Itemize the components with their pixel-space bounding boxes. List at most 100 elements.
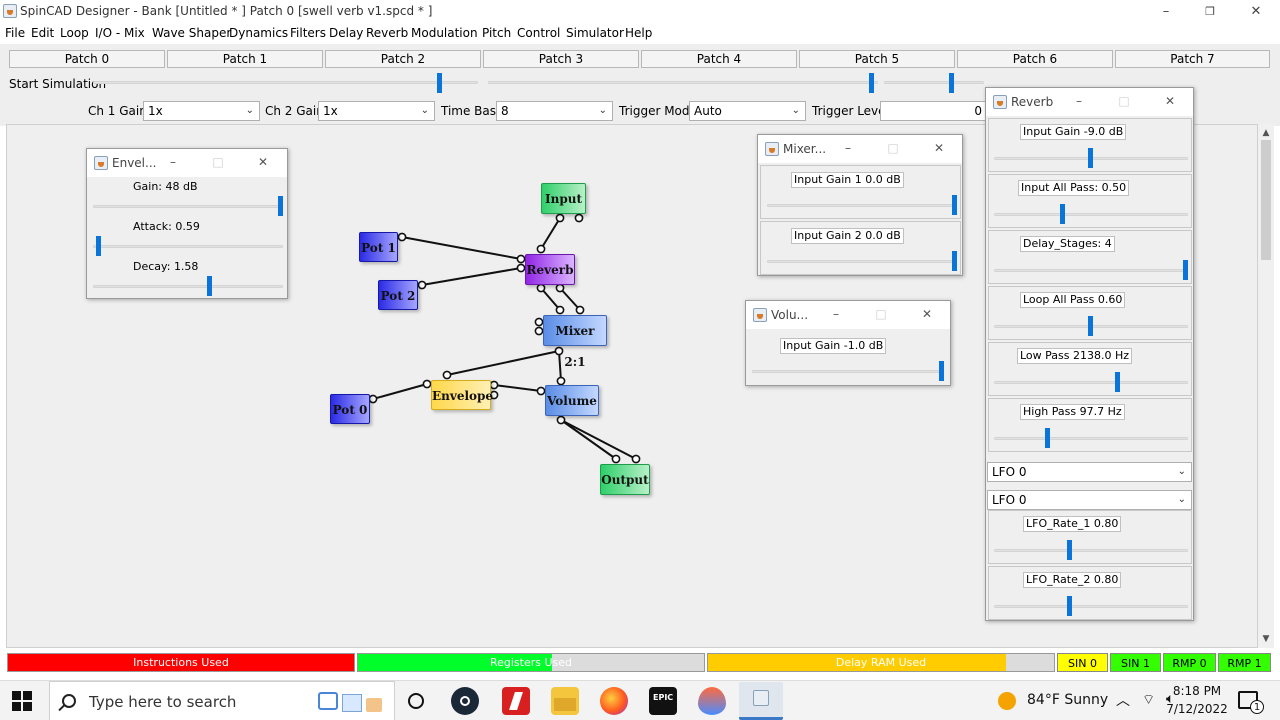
file-explorer-icon[interactable] [551, 687, 579, 715]
mixer-gain1-thumb[interactable] [952, 195, 957, 215]
envelope-attack-track[interactable] [93, 245, 283, 248]
envelope-window-titlebar[interactable]: Envel... – □ ✕ [87, 149, 287, 177]
block-reverb[interactable]: Reverb [525, 254, 575, 285]
close-button[interactable]: ✕ [1250, 4, 1262, 19]
volume-window-titlebar[interactable]: Volu... – □ ✕ [746, 301, 950, 329]
menu-control[interactable]: Control [517, 26, 561, 40]
mixer-window-titlebar[interactable]: Mixer... – □ ✕ [758, 135, 962, 163]
scroll-down-icon[interactable]: ▼ [1262, 634, 1270, 644]
block-pot-2[interactable]: Pot 2 [378, 280, 418, 310]
adobe-acrobat-icon[interactable] [502, 687, 530, 715]
envelope-attack-thumb[interactable] [96, 236, 101, 256]
menu-modulation[interactable]: Modulation [411, 26, 478, 40]
start-simulation-button[interactable]: Start Simulation [9, 77, 107, 91]
reverb-high-pass-thumb[interactable] [1045, 428, 1050, 448]
block-mixer[interactable]: Mixer 2:1 [543, 315, 607, 369]
tab-patch-7[interactable]: Patch 7 [1115, 50, 1270, 68]
reverb-low-pass-thumb[interactable] [1115, 372, 1120, 392]
clock-date[interactable]: 7/12/2022 [1166, 702, 1228, 716]
envelope-decay-track[interactable] [93, 285, 283, 288]
weather-text[interactable]: 84°F Sunny [1027, 692, 1109, 708]
sim-slider-2-track[interactable] [488, 81, 878, 84]
menu-filters[interactable]: Filters [290, 26, 326, 40]
menu-dynamics[interactable]: Dynamics [229, 26, 289, 40]
firefox-icon[interactable] [600, 687, 628, 715]
block-pot-0[interactable]: Pot 0 [330, 394, 370, 424]
menu-wave-shaper[interactable]: Wave Shaper [152, 26, 232, 40]
tab-patch-0[interactable]: Patch 0 [9, 50, 165, 68]
reverb-input-allpass-track[interactable] [994, 213, 1188, 216]
wifi-icon[interactable]: ⌔ [1142, 692, 1156, 708]
menu-delay[interactable]: Delay [329, 26, 364, 40]
scrollbar-thumb[interactable] [1261, 140, 1271, 260]
tab-patch-5[interactable]: Patch 5 [799, 50, 955, 68]
minimize-button[interactable]: – [1076, 94, 1082, 108]
close-button[interactable]: ✕ [257, 155, 269, 169]
reverb-input-gain-thumb[interactable] [1088, 148, 1093, 168]
reverb-lfo-rate1-track[interactable] [994, 549, 1188, 552]
volume-gain-track[interactable] [752, 370, 944, 373]
envelope-decay-thumb[interactable] [207, 276, 212, 296]
task-view-icon[interactable] [402, 687, 430, 715]
close-button[interactable]: ✕ [1164, 94, 1176, 108]
minimize-button[interactable]: – [845, 141, 851, 155]
reverb-lfo-rate2-track[interactable] [994, 605, 1188, 608]
trigger-mode-select[interactable]: Auto ⌄ [689, 101, 806, 121]
tab-patch-2[interactable]: Patch 2 [325, 50, 481, 68]
trigger-level-field[interactable]: 0 [880, 101, 986, 121]
reverb-delay-stages-thumb[interactable] [1183, 260, 1188, 280]
reverb-lfo-select-1[interactable]: LFO 0 ⌄ [987, 462, 1192, 482]
canvas-vertical-scrollbar[interactable]: ▲ ▼ [1258, 124, 1274, 648]
minimize-button[interactable]: – [833, 307, 839, 321]
block-volume[interactable]: Volume [545, 385, 599, 416]
reverb-window-titlebar[interactable]: Reverb – □ ✕ [986, 88, 1193, 116]
menu-edit[interactable]: Edit [31, 26, 55, 40]
sim-slider-3-track[interactable] [884, 81, 984, 84]
speaker-icon[interactable]: 🔈︎ [1166, 691, 1175, 707]
tab-patch-1[interactable]: Patch 1 [167, 50, 323, 68]
block-pot-1[interactable]: Pot 1 [359, 232, 398, 262]
tray-overflow-chevron-icon[interactable]: ︿ [1116, 693, 1130, 709]
menu-file[interactable]: File [5, 26, 26, 40]
close-button[interactable]: ✕ [933, 141, 945, 155]
reverb-delay-stages-track[interactable] [994, 269, 1188, 272]
sim-slider-1-thumb[interactable] [437, 73, 442, 93]
sim-slider-2-thumb[interactable] [869, 73, 874, 93]
epic-games-icon[interactable]: EPIC [649, 687, 677, 715]
drop-app-icon[interactable] [698, 687, 726, 715]
clock-time[interactable]: 8:18 PM [1172, 684, 1222, 698]
reverb-input-allpass-thumb[interactable] [1060, 204, 1065, 224]
java-app-taskbar-button[interactable] [739, 682, 783, 720]
time-base-select[interactable]: 8 ⌄ [496, 101, 613, 121]
menu-pitch[interactable]: Pitch [482, 26, 512, 40]
mixer-gain2-thumb[interactable] [952, 251, 957, 271]
ch2-gain-select[interactable]: 1x ⌄ [318, 101, 435, 121]
sim-slider-1-track[interactable] [93, 81, 478, 84]
ch1-gain-select[interactable]: 1x ⌄ [143, 101, 260, 121]
menu-loop[interactable]: Loop [60, 26, 89, 40]
tab-patch-3[interactable]: Patch 3 [483, 50, 639, 68]
restore-button[interactable]: ❐ [1205, 5, 1215, 18]
tab-patch-6[interactable]: Patch 6 [957, 50, 1113, 68]
reverb-loop-allpass-thumb[interactable] [1088, 316, 1093, 336]
envelope-gain-thumb[interactable] [278, 196, 283, 216]
mixer-gain2-track[interactable] [767, 260, 957, 263]
reverb-lfo-rate1-thumb[interactable] [1067, 540, 1072, 560]
menu-io-mix[interactable]: I/O - Mix [95, 26, 145, 40]
minimize-button[interactable]: – [1162, 4, 1170, 19]
mixer-gain1-track[interactable] [767, 204, 957, 207]
taskbar-search-box[interactable]: Type here to search [49, 681, 395, 720]
reverb-lfo-rate2-thumb[interactable] [1067, 596, 1072, 616]
reverb-lfo-select-2[interactable]: LFO 0 ⌄ [987, 490, 1192, 510]
block-output[interactable]: Output [600, 464, 650, 495]
reverb-low-pass-track[interactable] [994, 381, 1188, 384]
block-envelope[interactable]: Envelope [431, 380, 493, 410]
reverb-high-pass-track[interactable] [994, 437, 1188, 440]
tab-patch-4[interactable]: Patch 4 [641, 50, 797, 68]
steam-icon[interactable] [451, 687, 479, 715]
close-button[interactable]: ✕ [921, 307, 933, 321]
envelope-gain-track[interactable] [93, 205, 283, 208]
menu-simulator[interactable]: Simulator [566, 26, 624, 40]
block-input[interactable]: Input [541, 183, 586, 214]
windows-start-icon[interactable] [12, 691, 32, 711]
